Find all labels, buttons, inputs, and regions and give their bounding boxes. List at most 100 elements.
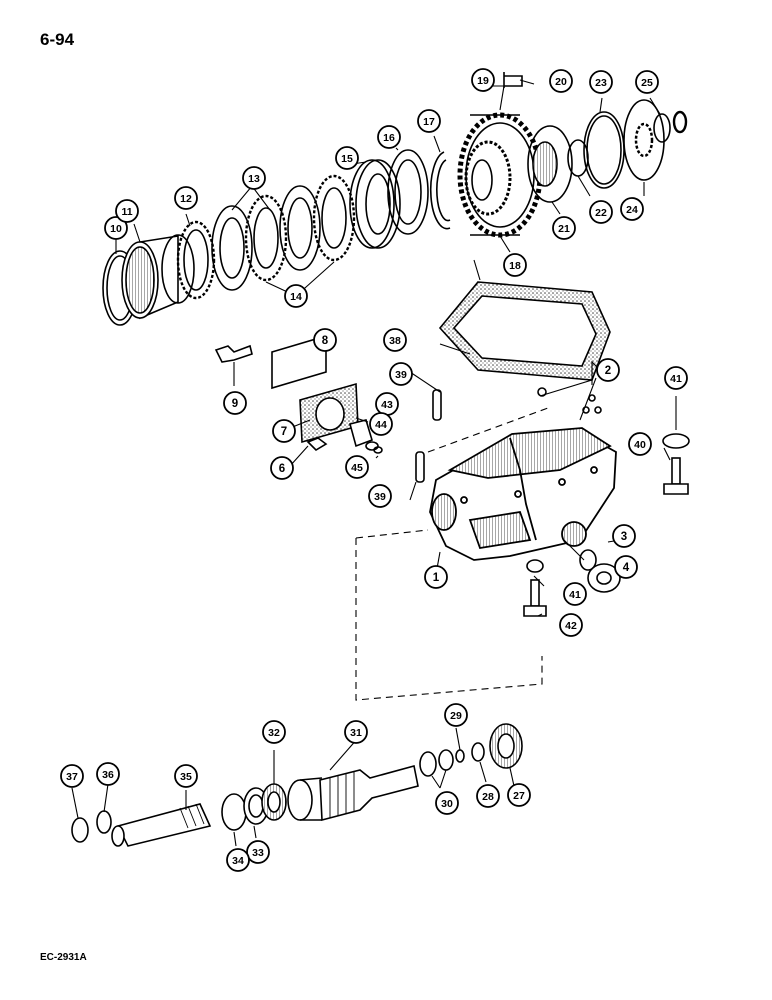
callout-label: 37 — [66, 771, 78, 783]
callout-label: 45 — [351, 462, 363, 474]
part-21-hub — [527, 125, 573, 203]
output-shaft-group — [71, 723, 523, 847]
part-29-ring — [455, 749, 465, 763]
part-36-washer — [96, 810, 112, 834]
callout-circle — [612, 524, 636, 548]
callout-circle — [262, 720, 286, 744]
callout-label: 36 — [102, 769, 114, 781]
part-8-cover — [271, 334, 327, 390]
callout-1: 1 — [424, 565, 448, 589]
callout-circle — [417, 109, 441, 133]
callout-8: 8 — [313, 328, 337, 352]
part-7-gasket — [299, 382, 359, 444]
part-34-washer — [221, 793, 247, 831]
part-35-shaft — [111, 803, 212, 847]
callout-circle — [552, 216, 576, 240]
callout-label: 20 — [555, 76, 567, 88]
callout-circle — [104, 216, 128, 240]
callout-41: 41 — [563, 582, 587, 606]
callout-circle — [174, 186, 198, 210]
figure-code: EC-2931A — [40, 952, 87, 963]
callout-label: 41 — [670, 373, 682, 385]
part-9-bolt — [214, 344, 253, 363]
callout-circle — [628, 432, 652, 456]
part-30-washer-b — [438, 749, 454, 771]
callout-45: 45 — [345, 455, 369, 479]
callout-circle — [435, 791, 459, 815]
callout-40: 40 — [628, 432, 652, 456]
callout-38: 38 — [383, 328, 407, 352]
callout-label: 39 — [395, 369, 407, 381]
part-37-washer — [71, 817, 89, 843]
part-39-dowel-upper — [432, 389, 442, 421]
callout-circle — [272, 419, 296, 443]
part-13-steel-plate — [279, 185, 321, 271]
callout-label: 28 — [482, 791, 494, 803]
covers-group — [214, 281, 611, 483]
callout-label: 7 — [281, 426, 287, 438]
callout-32: 32 — [262, 720, 286, 744]
callout-label: 39 — [374, 491, 386, 503]
callout-10: 10 — [104, 216, 128, 240]
callout-label: 42 — [565, 620, 577, 632]
callout-circle — [620, 197, 644, 221]
callout-circle — [444, 703, 468, 727]
callout-label: 24 — [626, 204, 638, 216]
callout-label: 38 — [389, 335, 401, 347]
callout-label: 22 — [595, 207, 607, 219]
part-40-bolt — [663, 457, 689, 495]
callout-label: 3 — [621, 531, 627, 543]
callout-circle — [335, 146, 359, 170]
callout-25: 25 — [635, 70, 659, 94]
callout-circle — [424, 565, 448, 589]
callout-label: 25 — [641, 77, 653, 89]
callout-circle — [226, 848, 250, 872]
callout-label: 17 — [423, 116, 435, 128]
part-16-washer — [387, 149, 429, 235]
callout-label: 19 — [477, 75, 489, 87]
callout-label: 34 — [232, 855, 244, 867]
part-41-washer-upper — [662, 433, 690, 449]
callout-17: 17 — [417, 109, 441, 133]
part-14-friction-plate — [244, 194, 288, 282]
callout-circle — [60, 764, 84, 788]
callout-37: 37 — [60, 764, 84, 788]
callout-36: 36 — [96, 762, 120, 786]
callout-29: 29 — [444, 703, 468, 727]
callout-circle — [368, 484, 392, 508]
part-43-valve — [349, 419, 383, 454]
callout-12: 12 — [174, 186, 198, 210]
page-number: 6-94 — [40, 30, 75, 49]
callout-label: 40 — [634, 439, 646, 451]
callout-7: 7 — [272, 419, 296, 443]
part-12-friction-plate — [176, 220, 216, 300]
callout-23: 23 — [589, 70, 613, 94]
part-42-bolt — [523, 579, 547, 617]
callout-label: 1 — [433, 572, 440, 584]
callout-39: 39 — [389, 362, 413, 386]
part-23-washer — [583, 111, 625, 189]
callout-circle — [389, 362, 413, 386]
callout-15: 15 — [335, 146, 359, 170]
callout-circle — [664, 366, 688, 390]
callout-11: 11 — [115, 199, 139, 223]
callout-4: 4 — [614, 555, 638, 579]
callout-circle — [635, 70, 659, 94]
callout-label: 10 — [110, 223, 122, 235]
callout-label: 8 — [322, 335, 329, 347]
part-20-pin — [503, 72, 523, 88]
callout-33: 33 — [246, 840, 270, 864]
part-41-washer-lower — [526, 559, 544, 573]
part-2-balls — [537, 387, 602, 414]
callout-circle — [471, 68, 495, 92]
callout-label: 41 — [569, 589, 581, 601]
part-6-bolt — [306, 437, 328, 452]
callout-circle — [270, 456, 294, 480]
callout-circle — [549, 69, 573, 93]
callout-circle — [174, 764, 198, 788]
callout-label: 13 — [248, 173, 260, 185]
callout-19: 19 — [471, 68, 495, 92]
callout-2: 2 — [596, 358, 620, 382]
callout-35: 35 — [174, 764, 198, 788]
callout-circle — [369, 412, 393, 436]
